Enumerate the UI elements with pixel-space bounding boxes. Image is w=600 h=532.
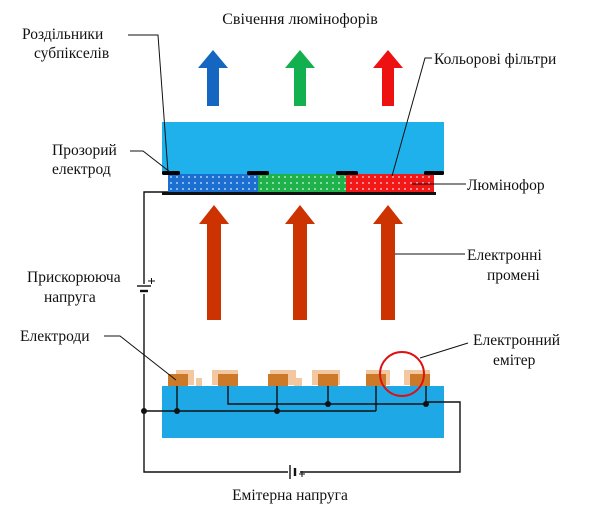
blue-emission-arrow: [198, 50, 228, 106]
green-emission-arrow: [285, 50, 315, 106]
transparent-electrode-label: Прозорий: [52, 142, 117, 159]
accelerating-voltage-label: Прискорююча: [27, 269, 121, 286]
electron-emitter-highlight: [379, 351, 425, 397]
phosphor-label: Люмінофор: [467, 177, 545, 194]
transparent-electrode-line: [162, 192, 436, 195]
diagram-title: Свічення люмінофорів: [222, 11, 378, 28]
separator-bar: [162, 171, 180, 175]
electrode-pair: [366, 370, 390, 386]
phosphor-subpixels: [168, 174, 434, 192]
subpixel-dot-texture: [168, 174, 434, 192]
emitter-voltage-source: [288, 464, 305, 480]
electron-emitter-label: Електронний: [473, 332, 560, 349]
color-filters-label: Кольорові фільтри: [434, 51, 556, 68]
electron-beam-arrow: [285, 205, 315, 320]
leader-lines: [104, 34, 469, 381]
separator-bar: [424, 171, 444, 175]
electron-beam-arrow: [199, 205, 229, 320]
electrode-pair: [312, 370, 340, 386]
emitter-electrodes: [168, 370, 430, 386]
emission-arrows: [198, 50, 403, 106]
front-glass-panel: [162, 122, 444, 174]
subpixel-separators-label: Роздільники: [22, 26, 103, 43]
electron-beams: [199, 205, 403, 320]
separator-bar: [336, 171, 358, 175]
electron-beam-arrow: [373, 205, 403, 320]
electrode-pair: [404, 370, 430, 386]
electrode-pair: [268, 370, 302, 386]
subpixel-separators: [162, 171, 444, 175]
accelerating-voltage-label-2: напруга: [44, 289, 96, 306]
electron-beams-label-2: промені: [487, 267, 540, 284]
electrode-pair: [212, 370, 238, 386]
electrodes-label: Електроди: [20, 328, 90, 345]
electrode-pair: [168, 370, 202, 386]
wire-junctions: [141, 401, 429, 414]
wiring: [143, 191, 461, 473]
electron-emitter-label-2: емітер: [493, 352, 536, 369]
electron-beams-label: Електронні: [467, 247, 542, 264]
emitter-voltage-label: Емітерна напруга: [232, 487, 348, 504]
separator-bar: [247, 171, 269, 175]
emitter-substrate: [162, 386, 444, 438]
accelerating-voltage-source: [136, 278, 155, 294]
red-emission-arrow: [373, 50, 403, 106]
subpixel-separators-label-2: субпікселів: [34, 45, 109, 62]
transparent-electrode-label-2: електрод: [52, 161, 111, 178]
